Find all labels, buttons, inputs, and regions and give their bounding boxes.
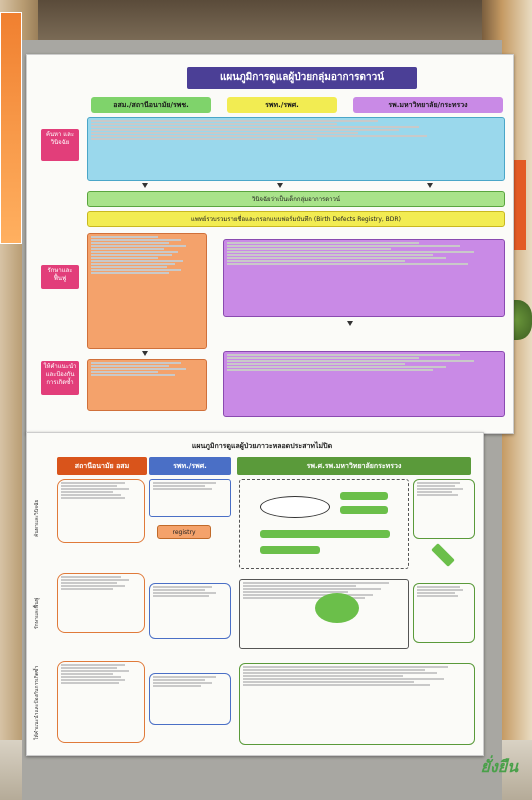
poster2-treatment-primary [57, 573, 145, 633]
poster2-green-step [340, 506, 388, 514]
poster2-referral-box [413, 479, 475, 539]
poster1-row-label-1: ค้นหา และ วินิจฉัย [41, 129, 79, 161]
poster1-row-label-2: รักษาและ ฟื้นฟู [41, 265, 79, 289]
poster2-green-step [260, 530, 390, 538]
poster1-col-3: รพ.มหาวิทยาลัย/กระทรวง [353, 97, 503, 113]
poster1-col-1: อสม./สถานีอนามัย/รพช. [91, 97, 211, 113]
poster1-registry-bar: แพทย์รวบรวมรายชื่อและกรอกแบบฟอร์มบันทึก … [87, 211, 505, 227]
arrow-down [142, 183, 148, 188]
poster2-side-label-2: รักษาและฟื้นฟู [34, 597, 40, 629]
poster2-col-2: รพท./รพศ. [149, 457, 231, 475]
poster2-decision-diamond [431, 543, 455, 567]
poster2-treatment-university [239, 579, 409, 649]
poster2-side-label-3: ให้คำแนะนำและป้องกันการเกิดซ้ำ [34, 665, 40, 741]
poster1-counseling-hospital [223, 351, 505, 417]
poster-down-syndrome: แผนภูมิการดูแลผู้ป่วยกลุ่มอาการดาวน์ อสม… [26, 54, 514, 434]
poster2-screening-hospital [149, 479, 231, 517]
poster1-treatment-primary [87, 233, 207, 349]
poster2-side-label-1: ค้นหาและวินิจฉัย [34, 499, 40, 537]
poster2-col-3: รพ.ศ.รพ.มหาวิทยาลัยกระทรวง [237, 457, 471, 475]
poster1-treatment-hospital [223, 239, 505, 317]
arrow-down [142, 351, 148, 356]
poster2-counseling-university [239, 663, 475, 745]
watermark-logo: ยั่งยืน [480, 757, 519, 776]
poster1-diagnosis-bar: วินิจฉัยว่าเป็นเด็กกลุ่มอาการดาวน์ [87, 191, 505, 207]
poster2-col-1: สถานีอนามัย อสม [57, 457, 147, 475]
poster2-green-oval [315, 593, 359, 623]
poster2-diagnosis-oval [260, 496, 330, 518]
arrow-down [277, 183, 283, 188]
poster2-registry-box: registry [157, 525, 211, 539]
poster2-screening-primary [57, 479, 145, 543]
poster2-counseling-hospital [149, 673, 231, 725]
left-orange-sign [0, 12, 22, 244]
poster1-counseling-primary [87, 359, 207, 411]
poster2-treatment-hospital [149, 583, 231, 639]
arrow-down [427, 183, 433, 188]
poster-neural-tube-defect: แผนภูมิการดูแลผู้ป่วยภาวะหลอดประสาทไม่ปิ… [26, 432, 484, 756]
poster1-title: แผนภูมิการดูแลผู้ป่วยกลุ่มอาการดาวน์ [187, 67, 417, 89]
poster1-row-label-3: ให้คำแนะนำ และป้องกัน การเกิดซ้ำ [41, 361, 79, 395]
poster2-title: แผนภูมิการดูแลผู้ป่วยภาวะหลอดประสาทไม่ปิ… [191, 442, 333, 450]
poster2-counseling-primary [57, 661, 145, 743]
poster2-followup-box [413, 583, 475, 643]
poster1-screening-box [87, 117, 505, 181]
poster2-green-step [260, 546, 320, 554]
poster1-col-2: รพท./รพศ. [227, 97, 337, 113]
poster2-green-step [340, 492, 388, 500]
arrow-down [347, 321, 353, 326]
poster2-university-flow [239, 479, 409, 569]
